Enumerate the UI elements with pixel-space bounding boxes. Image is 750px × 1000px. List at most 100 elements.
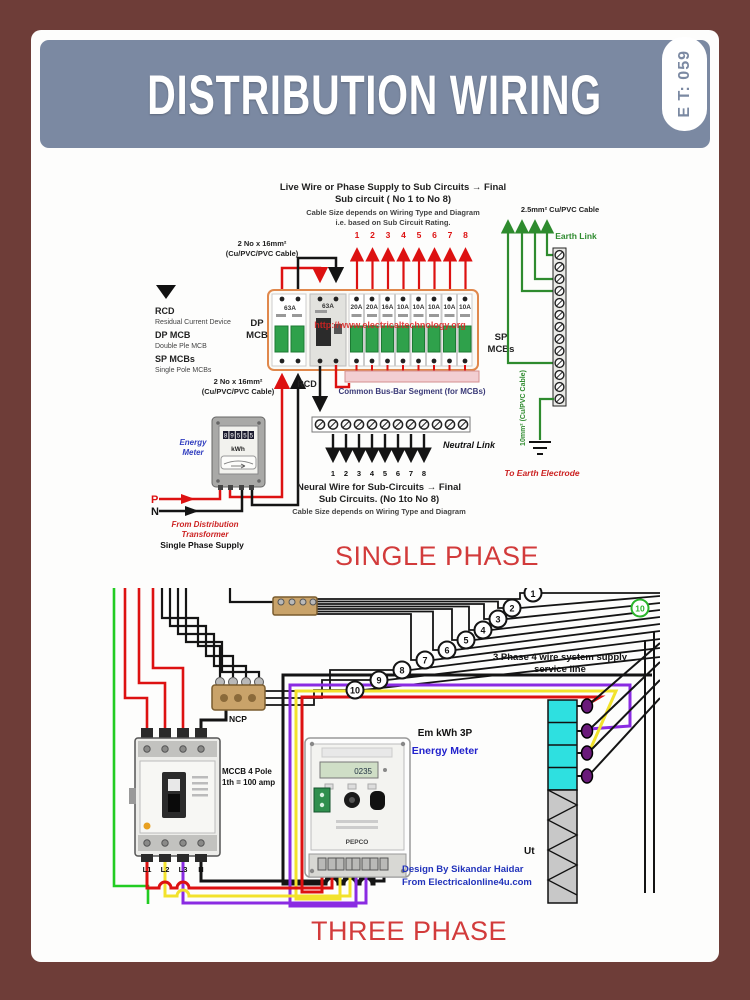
service-title-1: 3 Phase 4 wire system supply [493,652,628,663]
three-phase-diagram: 12 34 56 78 910 10 NCP [112,588,660,908]
issue-badge: E T: 059 [662,37,707,131]
svg-text:5: 5 [463,636,468,646]
legend-pointer-icon [156,285,176,299]
svg-text:10A: 10A [397,304,409,311]
source-label-1: From Distribution [171,520,238,529]
legend-sp-desc: Single Pole MCBs [155,367,212,374]
svg-text:L2: L2 [161,865,170,874]
svg-text:20A: 20A [366,304,378,311]
legend-rcd: RCD [155,306,175,316]
svg-text:4: 4 [401,230,406,240]
issue-badge-text: E T: 059 [675,50,693,118]
three-phase-heading: THREE PHASE [311,916,508,946]
earth-cable-label: 2.5mm² Cu/PVC Cable [521,205,599,214]
neutral-link-label: Neutral Link [443,440,496,450]
svg-text:63A: 63A [322,303,334,310]
svg-text:5: 5 [243,434,247,440]
earth-wire-green [112,588,150,904]
pole-label: Ut [524,846,535,857]
meter-title: Em kWh 3P [418,728,473,739]
meter-name-1: Energy [179,438,207,447]
svg-text:5: 5 [417,230,422,240]
meter-optical-port [370,791,385,810]
svg-text:6: 6 [432,230,437,240]
svg-text:10A: 10A [413,304,425,311]
sp-note-2: i.e. based on Sub Circuit Rating. [335,218,450,227]
svg-text:1: 1 [331,469,335,478]
svg-text:1: 1 [355,230,360,240]
svg-text:L1: L1 [143,865,152,874]
svg-text:9: 9 [376,676,381,686]
source-label-2: Transformer [182,530,230,539]
sp-title-2: Sub circuit ( No 1 to No 8) [335,194,451,205]
cable-label-top-1: 2 No x 16mm² [238,239,287,248]
svg-text:3: 3 [495,615,500,625]
svg-text:7: 7 [422,656,427,666]
rcd-test-button[interactable] [334,324,342,334]
supply-input: P N From Distribution Transformer Single… [151,490,244,550]
meter-subtitle: Energy Meter [412,745,479,757]
svg-text:4: 4 [480,626,485,636]
phase-arrow-icon [181,494,195,504]
legend-dp: DP MCB [155,330,191,340]
meter-neutral-out-wire [250,372,307,507]
earth-section: 2.5mm² Cu/PVC Cable Earth Link [500,205,599,478]
insulators [577,698,594,784]
svg-text:4: 4 [370,469,375,478]
svg-text:2: 2 [344,469,348,478]
credit-line-1: Design By Sikandar Haidar [402,864,524,875]
live-jumper-wire [280,266,329,296]
meter-unit: kWh [231,446,245,453]
svg-text:10A: 10A [459,304,471,311]
svg-text:6: 6 [444,646,449,656]
poster-card: DISTRIBUTION WIRING E T: 059 Live Wire o… [31,30,719,962]
cable-label-bottom-1: 2 No x 16mm² [214,377,263,386]
ground-symbol-icon [529,441,551,455]
utility-pole [546,632,660,904]
cable-label-top-2: (Cu/PVC/PVC Cable) [226,249,299,258]
svg-text:20A: 20A [351,304,363,311]
svg-text:3: 3 [357,469,361,478]
neutral-title-1: Neural Wire for Sub-Circuits → Final [297,482,461,493]
busbar-label: Common Bus-Bar Segment (for MCBs) [338,387,485,396]
svg-text:5: 5 [250,434,254,440]
meter-name-2: Meter [182,448,204,457]
supply-red-wires [123,588,185,728]
three-phase-meter: 0235 PEPCO [304,737,411,878]
neutral-label: N [151,506,159,518]
sub-circuit-arrows [349,247,473,290]
neutral-arrow-icon [185,506,199,516]
single-phase-heading: SINGLE PHASE [335,541,540,571]
l2-service-wire [294,689,619,901]
svg-text:6: 6 [396,469,400,478]
credit-line-2: From Electricalonline4u.com [402,877,532,888]
mccb-label-1: MCCB 4 Pole [222,767,272,776]
l1-service-wire [300,695,606,894]
svg-text:10: 10 [350,686,360,696]
svg-text:2: 2 [509,604,514,614]
svg-text:7: 7 [409,469,413,478]
green-badge-circle [630,598,650,618]
l3-service-wire [288,683,632,908]
svg-text:8: 8 [422,469,426,478]
busbar: Common Bus-Bar Segment (for MCBs) [334,365,486,396]
dp-toggle-1[interactable] [274,325,289,353]
meter-live-out-wire [228,372,291,499]
legend: RCD Residual Current Device DP MCB Doubl… [155,285,231,374]
phase-wiring [145,673,652,908]
earth-electrode-wire [538,397,554,440]
sp-mcb-modules[interactable] [348,293,473,367]
svg-text:7: 7 [448,230,453,240]
legend-dp-desc: Double Ple MCB [155,343,207,350]
dp-toggle-2[interactable] [290,325,305,353]
service-drop-wires [591,632,660,893]
rcd-switch[interactable] [316,318,331,346]
phase-label: P [151,494,158,506]
sp-mcbs-label-1: SP [495,332,508,343]
svg-text:8: 8 [224,434,228,440]
svg-text:63A: 63A [284,305,296,312]
svg-text:5: 5 [237,434,241,440]
